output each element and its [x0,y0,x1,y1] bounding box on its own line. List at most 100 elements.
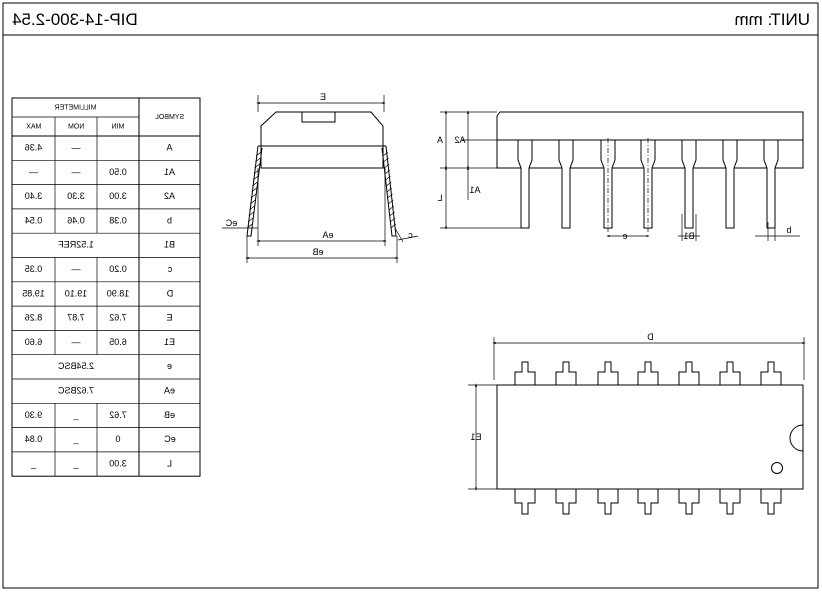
side-pin [722,139,738,229]
row-symbol: A1 [164,167,175,177]
end-view-body [260,111,384,169]
row-max-value: 0.84 [25,434,43,444]
row-nom-value: _ [72,410,79,420]
top-pin-upper [760,361,782,386]
outer-frame [2,2,819,589]
row-max-value: 0.35 [25,264,43,274]
top-pin-upper [637,361,659,386]
dim-eC-label: eC [225,218,237,228]
top-pin-lower [760,488,782,515]
unit-label: UNIT: mm [734,10,810,29]
row-min-value: 7.62 [109,410,127,420]
top-view: D E1 [468,332,806,515]
row-symbol: A2 [164,191,175,201]
side-view-pins [517,139,779,229]
left-lead [246,145,263,237]
row-max-value: _ [30,458,37,468]
side-pin [558,139,574,229]
row-max-value: — [29,167,38,177]
row-nom-value: 7.87 [67,313,85,323]
pin1-marker [771,462,783,474]
row-max-value: 0.54 [25,215,43,225]
row-min-value: 0.38 [109,215,127,225]
row-symbol: eB [164,410,175,420]
dim-eA-label: eA [322,230,333,240]
row-symbol: D [166,288,173,298]
row-nom-value: — [72,167,81,177]
side-pin [600,139,616,229]
row-symbol: E1 [164,337,175,347]
side-pin [640,139,656,229]
dim-e-label: e [622,231,627,241]
row-symbol: E [166,313,172,323]
nom-header: NOM [68,123,85,130]
min-header: MIN [112,123,125,130]
right-lead [381,145,397,237]
top-pin-lower [597,488,619,515]
row-nom-value: 3.30 [67,191,85,201]
row-max-value: 9.30 [25,410,43,420]
row-nom-value: — [72,143,81,153]
row-min-value: 6.05 [109,337,127,347]
end-view: E eA eB eC c [222,92,419,263]
dim-b-label: b [786,225,791,235]
symbol-header: SYMBOL [155,114,184,121]
dim-A1-label: A1 [469,185,480,195]
top-pin-lower [719,488,741,515]
side-view: A A2 A1 L e B1 b [437,110,804,241]
table-border [11,97,201,477]
row-max-value: 3.40 [25,191,43,201]
top-pin-lower [678,488,700,515]
row-symbol: eC [164,434,176,444]
row-max-value: 6.60 [25,337,43,347]
dim-eB-label: eB [312,247,323,257]
dim-c-end-label: c [408,230,413,240]
top-pin-upper [514,361,536,386]
row-symbol: e [167,361,172,371]
row-min-value: 0.50 [109,167,127,177]
top-pin-upper [678,361,700,386]
row-min-value: 0.20 [109,264,127,274]
dim-E-label: E [320,92,326,102]
dim-A2-label: A2 [454,135,465,145]
package-name: DIP-14-300-2.54 [12,10,138,29]
row-max-value: 19.85 [22,288,45,298]
row-nom-value: _ [72,434,79,444]
top-pin-lower [514,488,536,515]
pin1-notch [789,424,804,452]
top-pin-upper [719,361,741,386]
millimeter-header: MILLIMETER [54,104,96,111]
side-pin [681,139,697,229]
dim-D-label: D [647,332,654,342]
row-nom-value: — [72,264,81,274]
row-merged-value: 7.62BSC [57,386,94,396]
row-symbol: c [167,264,172,274]
dim-B1-label: B1 [683,231,694,241]
top-pin-lower [637,488,659,515]
top-pin-lower [555,488,577,515]
max-header: MAX [26,123,42,130]
row-min-value: 18.90 [107,288,130,298]
top-view-body [496,384,804,490]
side-pin [763,139,779,229]
row-min-value: 3.00 [109,458,127,468]
row-min-value: 3.00 [109,191,127,201]
row-max-value: 4.36 [25,143,43,153]
row-max-value: 8.26 [25,313,43,323]
row-nom-value: 0.46 [67,215,85,225]
row-symbol: B1 [164,240,175,250]
end-view-notch [301,112,336,123]
dim-L-label: L [437,193,442,203]
top-view-pins [514,361,782,515]
row-symbol: eA [164,386,175,396]
dim-E1-label: E1 [470,432,481,442]
row-min-value: 7.62 [109,313,127,323]
row-nom-value: — [72,337,81,347]
side-pin [517,139,533,229]
row-symbol: b [167,215,172,225]
row-merged-value: 1.52REF [58,240,94,250]
row-merged-value: 2.54BSC [57,361,94,371]
row-nom-value: 19.10 [65,288,88,298]
